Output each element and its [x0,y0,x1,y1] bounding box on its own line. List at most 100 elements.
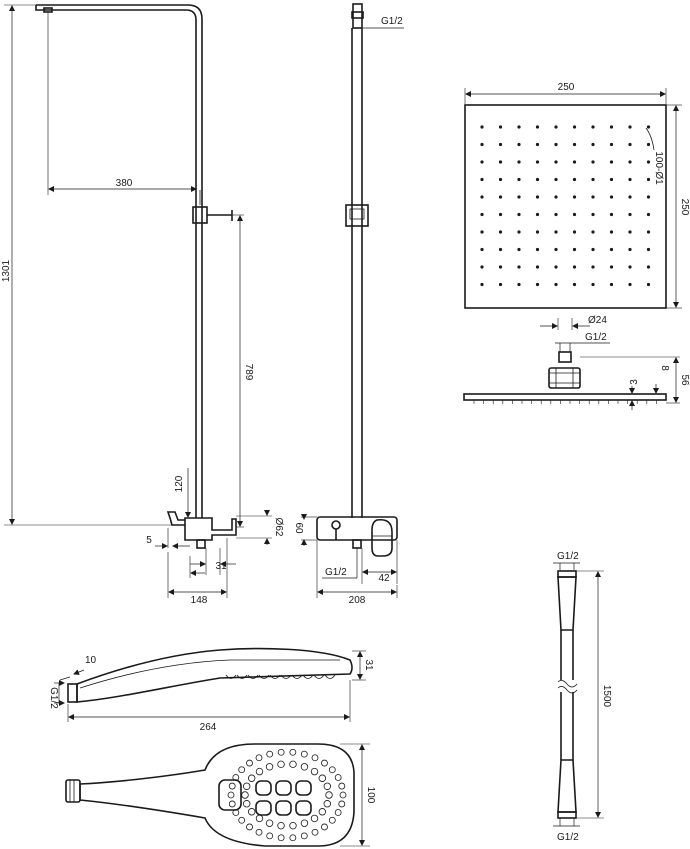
nozzle-dot [535,195,540,199]
nozzle-dot [498,142,503,147]
middle-nozzle [265,819,274,827]
plate-thickness-label: 3 [629,379,640,385]
nozzle-dot [517,282,521,287]
nozzle-dot [646,282,651,287]
hose-length-label: 1500 [601,685,612,708]
outer-nozzle [277,748,285,756]
nozzle-dot [591,230,595,234]
hand-body-line [79,659,340,689]
slide-holder [192,206,208,224]
middle-nozzle [255,767,264,776]
middle-nozzle [277,821,285,830]
ball-joint [548,367,581,389]
hose-cone-bottom [557,759,577,813]
head-side-ticks [473,400,657,404]
middle-nozzle [325,791,333,799]
top-bracket [352,3,363,29]
overall-height-label: 1301 [1,259,12,282]
hose-nut-top [557,570,577,578]
nozzle-dot [480,160,484,164]
outer-nozzle [321,759,328,767]
nozzle-dot [480,265,484,269]
head-plate [464,104,667,309]
nozzle-dot [554,212,558,217]
center-nozzle-pad [275,800,292,816]
shower-arm-inner [40,9,197,518]
outer-nozzle [277,834,285,842]
hose-break-bottom [557,686,578,694]
hand-nozzle-bumps [225,674,336,679]
hose-cone-top [557,576,577,631]
spray-mode-button [218,779,242,811]
nozzle-dot [646,195,651,199]
nozzle-dot [480,195,484,199]
nozzle-dot [572,125,577,129]
nozzle-dot [554,177,558,182]
nozzle-dot [609,247,614,252]
outer-nozzle [246,823,253,831]
nozzle-dot [554,230,558,234]
nozzle-dot [480,247,484,252]
nozzle-dot [628,142,632,147]
top-thread-label: G1/2 [381,16,403,27]
nozzle-dot [535,265,540,269]
nozzle-dot [480,142,484,147]
middle-nozzle [300,763,309,771]
hand-front-nozzles [227,748,347,842]
outer-nozzle [321,823,328,831]
nozzle-dot [480,282,484,287]
hand-length-label: 264 [200,722,217,733]
hose-thread-top-label: G1/2 [557,551,579,562]
nozzle-dot [609,212,614,217]
side-lever [371,518,393,557]
nozzle-dot [480,125,484,129]
nozzle-bump [247,674,259,679]
outer-nozzle [334,809,342,816]
body-width-label: 208 [349,595,366,606]
nozzle-dot [498,160,503,164]
head-depth-label: 250 [679,199,690,216]
middle-nozzle [255,814,264,823]
nozzle-dot [498,177,503,182]
nozzle-dot [554,195,558,199]
arm-end [35,5,40,11]
hose-view: G1/2 1500 G1/2 [553,551,612,843]
connector-height-label: 8 [659,365,670,371]
outer-nozzle [289,748,297,756]
nozzle-dot [517,160,521,164]
nozzle-bump [280,674,292,679]
outer-nozzle [227,791,235,799]
nozzle-dot [480,212,484,217]
nozzle-dot [646,212,651,217]
nozzle-dot [646,160,651,164]
outer-nozzle [228,800,236,808]
nozzle-dot [609,125,614,129]
nozzle-dot [480,230,484,234]
nozzle-dot [554,142,558,147]
nozzle-dot [628,160,632,164]
nozzle-dot [572,177,577,182]
nozzle-dot [646,142,651,147]
spout-height-label: 120 [174,475,185,492]
middle-nozzle [247,808,256,816]
middle-nozzle [318,774,327,782]
valve-spacing-label: 31 [215,561,227,572]
nozzle-dot [609,195,614,199]
nozzle-dot [535,282,540,287]
middle-nozzle [243,800,251,808]
nozzle-dot [646,247,651,252]
hand-front-outline [79,743,355,847]
outer-nozzle [338,800,346,808]
hand-offset-label: 10 [85,655,97,666]
nozzle-dot [628,195,632,199]
base-width-label: 148 [191,595,208,606]
nozzle-dot [628,282,632,287]
nozzle-dot [646,230,651,234]
nozzle-dot [591,125,595,129]
nozzle-dot [591,265,595,269]
nozzle-dot [498,212,503,217]
outer-nozzle [328,816,336,824]
nozzle-dot [628,247,632,252]
nozzle-dot [517,177,521,182]
